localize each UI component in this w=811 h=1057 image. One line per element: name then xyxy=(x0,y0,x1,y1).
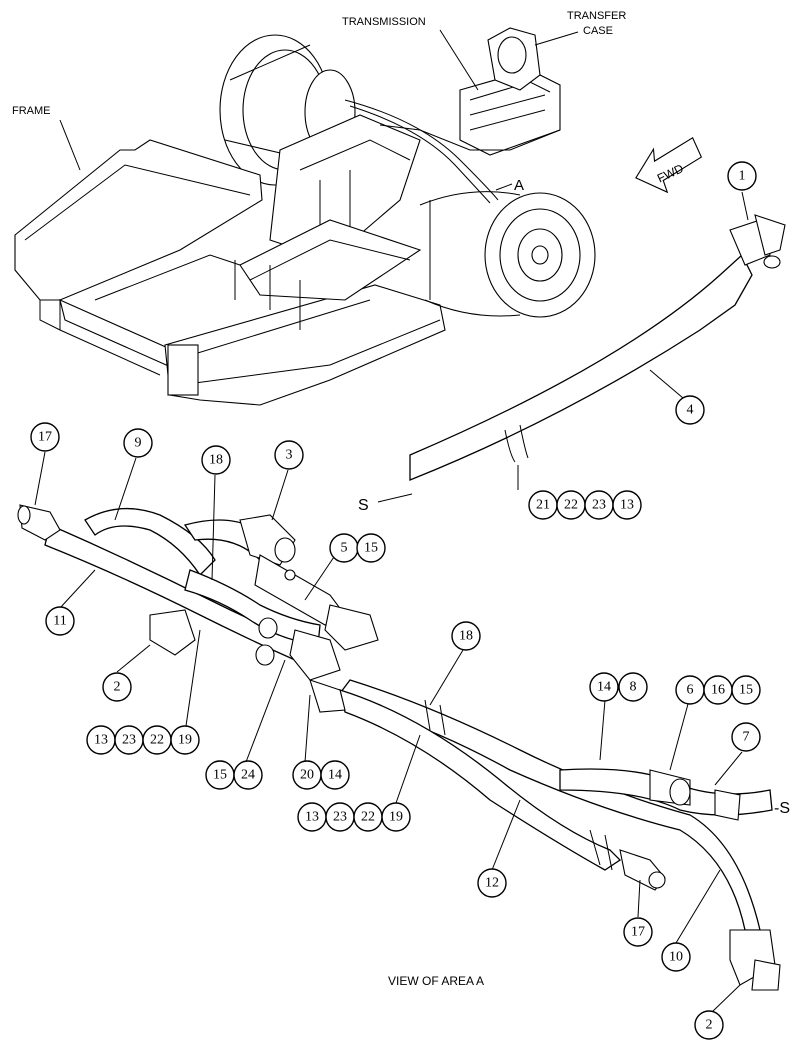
callout-21: 21 xyxy=(528,490,558,520)
svg-text:17: 17 xyxy=(38,430,52,445)
callout-15: 15 xyxy=(731,675,761,705)
callout-20: 20 xyxy=(292,760,322,790)
svg-text:2: 2 xyxy=(706,1018,713,1033)
svg-text:16: 16 xyxy=(711,683,725,698)
callout-5: 5 xyxy=(329,533,359,563)
svg-text:9: 9 xyxy=(135,436,142,451)
svg-text:12: 12 xyxy=(485,876,499,891)
callout-24: 24 xyxy=(233,760,263,790)
svg-text:14: 14 xyxy=(597,680,611,695)
svg-text:22: 22 xyxy=(564,498,578,513)
section-s-right-label: -S xyxy=(774,800,790,817)
svg-text:18: 18 xyxy=(209,453,223,468)
svg-text:21: 21 xyxy=(536,498,550,513)
hose-part-4 xyxy=(409,214,786,481)
callout-4: 4 xyxy=(675,395,705,425)
callout-15: 15 xyxy=(205,760,235,790)
svg-text:24: 24 xyxy=(241,768,255,783)
svg-text:19: 19 xyxy=(389,810,403,825)
transmission-label: TRANSMISSION xyxy=(342,16,426,28)
svg-text:23: 23 xyxy=(122,733,136,748)
callout-22: 22 xyxy=(142,725,172,755)
callout-19: 19 xyxy=(381,802,411,832)
svg-text:17: 17 xyxy=(631,925,645,940)
svg-text:20: 20 xyxy=(300,768,314,783)
callout-10: 10 xyxy=(661,942,691,972)
callout-23: 23 xyxy=(584,490,614,520)
svg-text:5: 5 xyxy=(341,541,348,556)
callout-17: 17 xyxy=(623,917,653,947)
callout-19: 19 xyxy=(170,725,200,755)
svg-text:23: 23 xyxy=(333,810,347,825)
svg-text:23: 23 xyxy=(592,498,606,513)
callout-13: 13 xyxy=(297,802,327,832)
svg-text:1: 1 xyxy=(739,169,746,184)
svg-text:11: 11 xyxy=(53,614,66,629)
area-a-marker: A xyxy=(514,177,524,194)
machine-frame-drawing xyxy=(14,27,596,406)
svg-text:2: 2 xyxy=(114,680,121,695)
svg-text:8: 8 xyxy=(630,680,637,695)
svg-text:13: 13 xyxy=(305,810,319,825)
callout-16: 16 xyxy=(703,675,733,705)
callout-23: 23 xyxy=(325,802,355,832)
transfer-case-leader xyxy=(534,31,579,46)
callout-8: 8 xyxy=(618,672,648,702)
callout-22: 22 xyxy=(353,802,383,832)
callout-2: 2 xyxy=(102,672,132,702)
svg-text:19: 19 xyxy=(178,733,192,748)
callout-6: 6 xyxy=(675,675,705,705)
svg-text:13: 13 xyxy=(620,498,634,513)
callout-23: 23 xyxy=(114,725,144,755)
svg-text:18: 18 xyxy=(459,629,473,644)
section-s-left-label: S xyxy=(358,497,369,514)
callout-1: 1 xyxy=(727,161,757,191)
transfer-case-label-line2: CASE xyxy=(583,25,613,37)
callout-12: 12 xyxy=(477,868,507,898)
transmission-leader xyxy=(439,29,479,91)
callout-14: 14 xyxy=(589,672,619,702)
callout-7: 7 xyxy=(731,722,761,752)
svg-text:4: 4 xyxy=(687,403,694,418)
frame-leader xyxy=(59,119,81,171)
svg-text:15: 15 xyxy=(213,768,227,783)
callout-15: 15 xyxy=(356,533,386,563)
callout-13: 13 xyxy=(612,490,642,520)
callout-14: 14 xyxy=(320,760,350,790)
svg-text:15: 15 xyxy=(364,541,378,556)
frame-label: FRAME xyxy=(12,105,51,117)
callout-11: 11 xyxy=(45,606,75,636)
svg-text:7: 7 xyxy=(743,730,750,745)
callout-9: 9 xyxy=(123,428,153,458)
svg-text:3: 3 xyxy=(286,448,293,463)
view-caption: VIEW OF AREA A xyxy=(388,974,484,988)
callout-leaders xyxy=(34,191,749,1013)
callout-2: 2 xyxy=(694,1010,724,1040)
svg-text:14: 14 xyxy=(328,768,342,783)
area-a-hose-assembly xyxy=(17,504,781,991)
callout-22: 22 xyxy=(556,490,586,520)
svg-text:22: 22 xyxy=(150,733,164,748)
fwd-arrow-icon: FWD xyxy=(635,136,703,194)
callout-18: 18 xyxy=(451,621,481,651)
callout-17: 17 xyxy=(30,422,60,452)
svg-text:10: 10 xyxy=(669,950,683,965)
callout-13: 13 xyxy=(86,725,116,755)
callout-18: 18 xyxy=(201,445,231,475)
callout-3: 3 xyxy=(274,440,304,470)
svg-text:15: 15 xyxy=(739,683,753,698)
svg-text:22: 22 xyxy=(361,810,375,825)
svg-text:13: 13 xyxy=(94,733,108,748)
transfer-case-label-line1: TRANSFER xyxy=(567,10,626,22)
svg-text:6: 6 xyxy=(687,683,694,698)
